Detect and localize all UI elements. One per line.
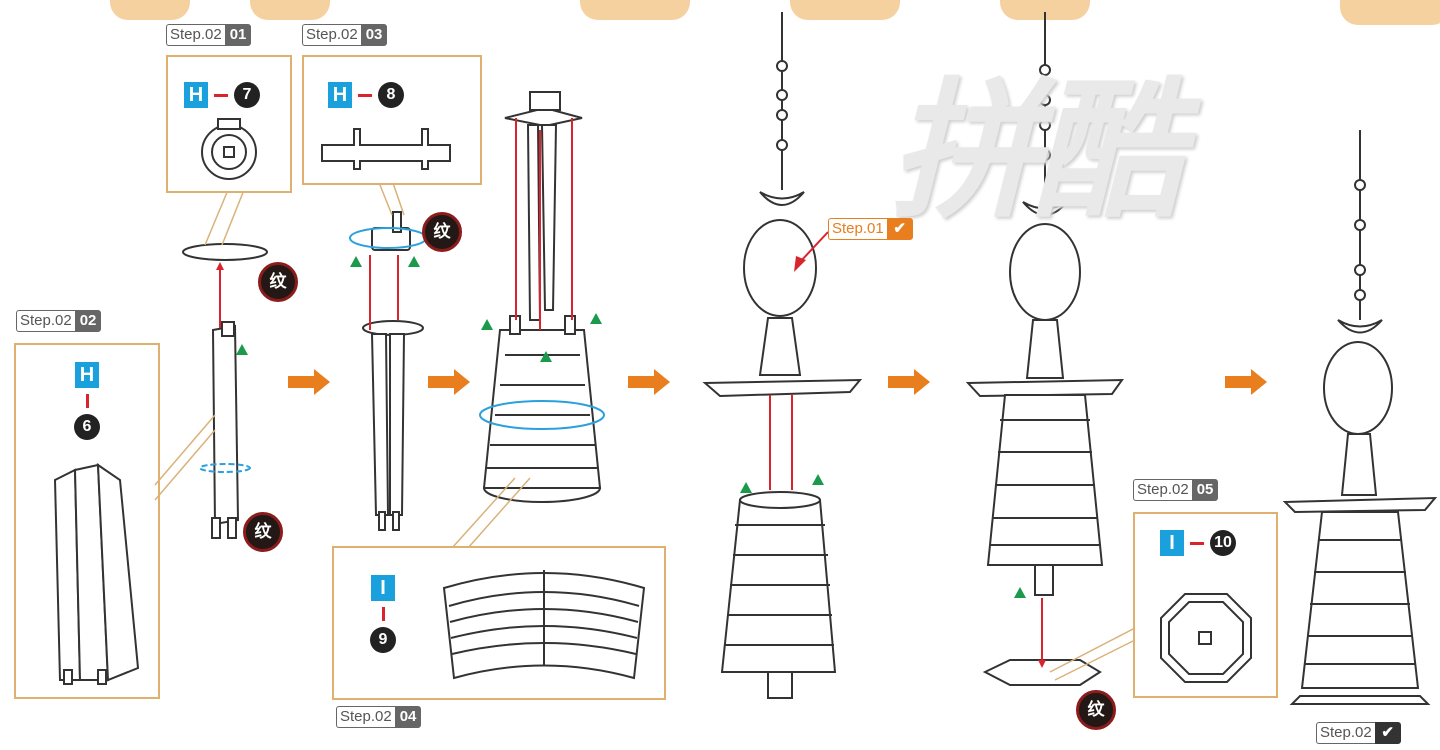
octagon-piece-icon [1160,593,1252,683]
part-code-i9: I 9 [370,575,396,653]
part-number: 6 [74,414,100,440]
callout-box-i10 [1133,512,1278,698]
part-number: 8 [378,82,404,108]
part-letter: H [75,362,99,388]
right-arrow-icon [288,369,1267,395]
callout-box-h7 [166,55,292,193]
ring-sheet-icon [442,570,646,680]
part-number: 10 [1210,530,1236,556]
callout-box-h8 [302,55,482,185]
step-badge-02-done: Step.02✔ [1316,722,1401,744]
part-code-h7: H 7 [184,82,260,108]
tower-assembly-3 [482,91,602,503]
part-code-h6: H 6 [74,362,100,440]
part-code-h8: H 8 [328,82,404,108]
up-triangle-icon [236,344,248,355]
tower-assembly-5 [965,12,1124,686]
round-piece-icon [201,118,257,180]
texture-marker: 纹 [243,512,283,552]
texture-marker: 纹 [1076,690,1116,730]
check-icon: ✔ [886,218,913,240]
post-assembly-2 [362,211,424,531]
callout-box-i9 [332,546,666,700]
tower-assembly-4 [702,12,863,699]
watermark-logo: 拼酷 [890,63,1182,239]
strip-parts-h6 [53,463,140,685]
texture-marker: 纹 [258,262,298,302]
part-number: 9 [370,627,396,653]
top-decoration [110,0,1440,25]
tower-final [1282,130,1438,705]
callout-lines [154,179,1136,681]
callout-box-h6 [14,343,160,699]
part-letter: H [328,82,352,108]
part-code-i10: I 10 [1160,530,1236,556]
step-badge-01-done: Step.01✔ [828,218,913,240]
texture-marker: 纹 [422,212,462,252]
part-letter: H [184,82,208,108]
post-assembly-1 [182,243,268,539]
part-number: 7 [234,82,260,108]
cross-piece-icon [321,128,451,170]
part-letter: I [1160,530,1184,556]
part-letter: I [371,575,395,601]
check-icon: ✔ [1374,722,1401,744]
